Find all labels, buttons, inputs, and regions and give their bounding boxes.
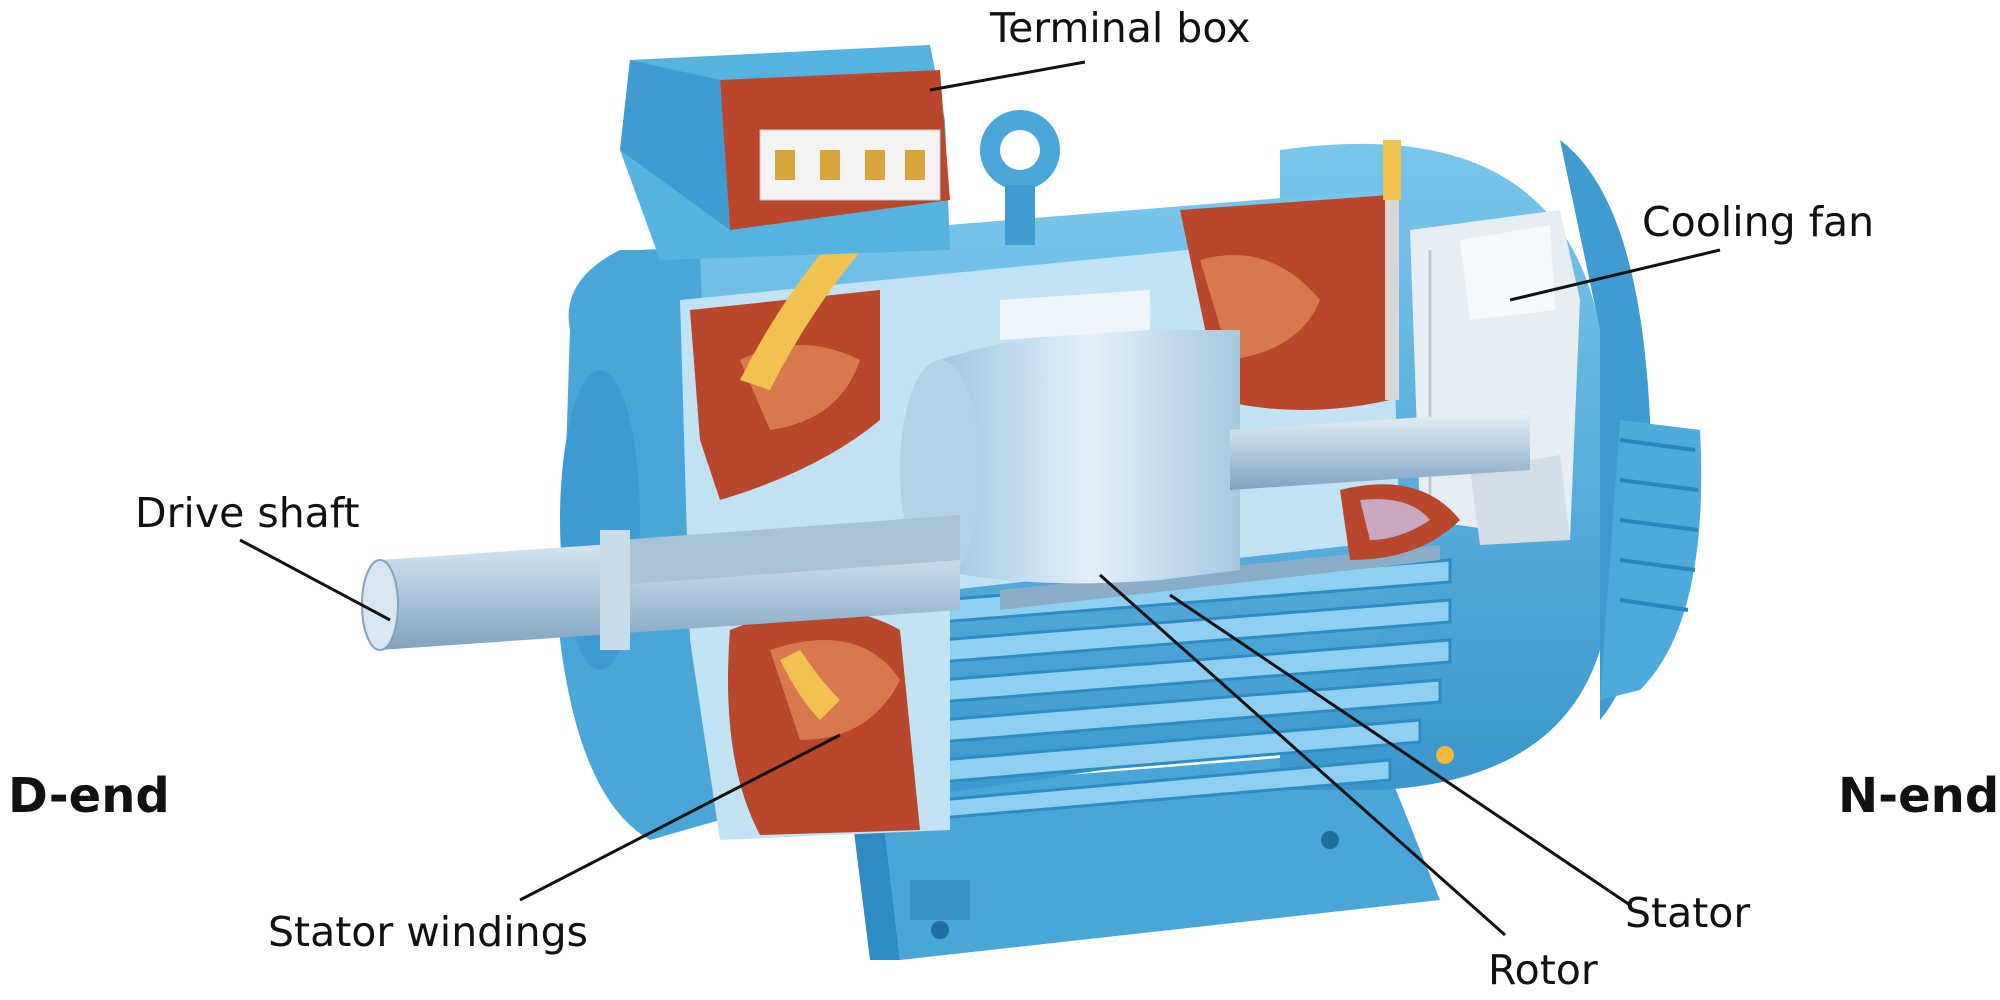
label-stator-windings: Stator windings (268, 908, 588, 956)
leader-stator-windings (519, 733, 841, 902)
label-drive-shaft: Drive shaft (135, 489, 360, 537)
label-terminal-box: Terminal box (990, 4, 1251, 52)
label-d-end: D-end (8, 768, 170, 824)
label-stator: Stator (1625, 889, 1751, 937)
lifting-eye (980, 110, 1060, 245)
leader-terminal-box (929, 60, 1086, 92)
sensor-probe (1383, 140, 1401, 400)
label-cooling-fan: Cooling fan (1642, 198, 1875, 246)
cooling-fan (1410, 210, 1580, 545)
label-n-end: N-end (1838, 768, 2000, 824)
label-rotor: Rotor (1488, 946, 1598, 994)
terminal-box-art (620, 45, 950, 260)
leader-stator (1169, 593, 1631, 907)
drive-shaft-art (361, 410, 1530, 651)
leader-cooling-fan (1509, 248, 1721, 302)
leader-lines (239, 60, 1721, 937)
leader-rotor (1099, 573, 1506, 937)
leader-drive-shaft (239, 538, 391, 622)
